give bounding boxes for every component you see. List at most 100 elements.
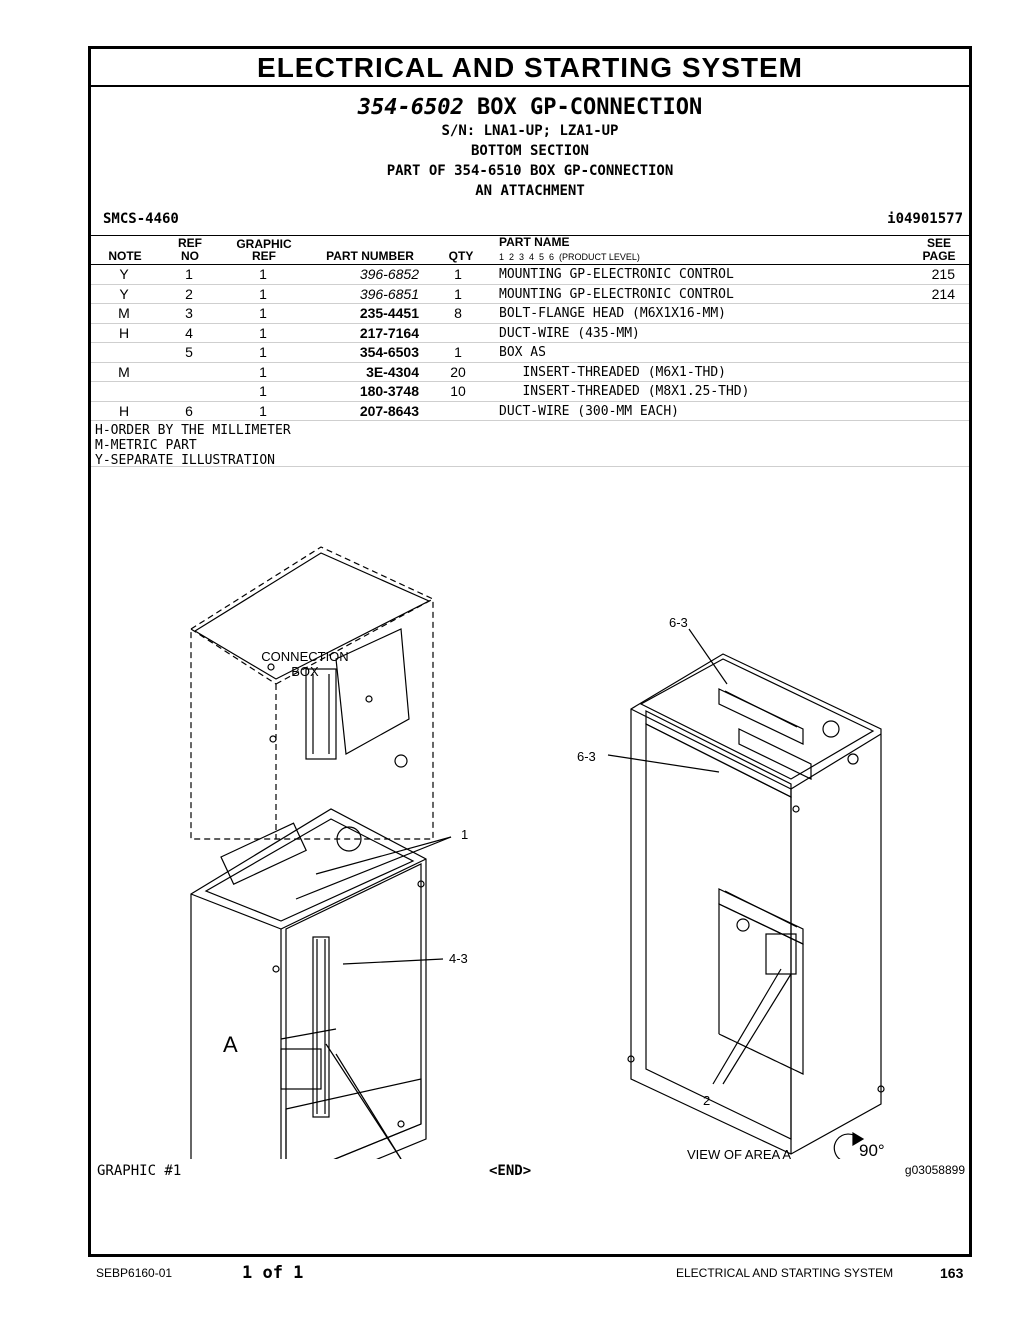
part-name-cell: MOUNTING GP-ELECTRONIC CONTROL — [499, 267, 734, 282]
table-row: Y 2 1 396-6851 1 MOUNTING GP-ELECTRONIC CONTR… — [91, 285, 969, 304]
note-cell: Y — [119, 266, 129, 282]
serial-line: S/N: LNA1-UP; LZA1-UP — [441, 123, 619, 139]
part-number-cell: 3E-4304 — [366, 363, 419, 380]
header-ref-top: REF — [178, 236, 202, 250]
qty-cell: 8 — [454, 305, 462, 321]
header-see-bottom: PAGE — [922, 249, 956, 263]
illustration-id: i04901577 — [887, 211, 963, 227]
graphic-ref-cell: 1 — [259, 383, 267, 399]
exploded-view-illustration: CONNECTION BOX 1 4-3 6-3 6-3 6-3 5 2 A V… — [190, 546, 885, 1159]
part-name-cell: DUCT-WIRE (300-MM EACH) — [499, 403, 680, 419]
graphic-id: g03058899 — [904, 1163, 965, 1177]
graphic-number: GRAPHIC #1 — [97, 1163, 182, 1179]
graphic-ref-cell: 1 — [259, 266, 267, 282]
part-name-cell: INSERT-THREADED (M8X1.25-THD) — [499, 384, 750, 399]
connection-box-label-1: CONNECTION — [261, 649, 348, 664]
part-name-cell: INSERT-THREADED (M6X1-THD) — [499, 364, 726, 380]
ref-cell: 5 — [185, 344, 193, 360]
note-h: H-ORDER BY THE MILLIMETER — [95, 423, 291, 438]
view-area-a-drawing — [627, 653, 885, 1155]
ref-cell: 1 — [185, 266, 193, 282]
part-number-cell: 396-6851 — [359, 285, 419, 302]
part-number-cell: 207-8643 — [359, 402, 419, 419]
part-name-heading: BOX GP-CONNECTION — [477, 95, 703, 120]
callout-2: 2 — [703, 1093, 710, 1108]
part-heading: 354-6502 BOX GP-CONNECTION — [91, 95, 969, 120]
part-number-cell: 217-7164 — [359, 324, 419, 341]
part-name-cell: DUCT-WIRE (435-MM) — [499, 325, 640, 341]
rotation-label: 90° — [859, 1141, 885, 1159]
page-frame: ELECTRICAL AND STARTING SYSTEM 354-6502 … — [88, 46, 972, 1257]
see-page-cell: 215 — [931, 266, 955, 282]
note-m: M-METRIC PART — [95, 438, 197, 453]
qty-cell: 1 — [454, 344, 462, 360]
ref-cell: 6 — [185, 402, 193, 419]
smcs-code: SMCS-4460 — [103, 211, 179, 227]
ref-cell: 2 — [185, 285, 193, 302]
table-row: 5 1 354-6503 1 BOX AS — [91, 343, 969, 363]
table-row: H 4 1 217-7164 DUCT-WIRE (435-MM) — [91, 324, 969, 343]
see-page-cell: 214 — [931, 285, 955, 302]
part-name-cell: MOUNTING GP-ELECTRONIC CONTROL — [499, 286, 734, 302]
leader-lines — [295, 628, 792, 1159]
header-note: NOTE — [108, 249, 142, 263]
qty-cell: 1 — [454, 266, 462, 282]
part-number-cell: 180-3748 — [359, 383, 419, 399]
callout-4-3: 4-3 — [449, 951, 468, 966]
view-of-area-a-label: VIEW OF AREA A — [687, 1147, 791, 1159]
table-row: 1 180-3748 10 INSERT-THREADED (M8X1.25-THD… — [91, 382, 969, 402]
graphic-ref-cell: 1 — [259, 285, 267, 302]
table-notes: H-ORDER BY THE MILLIMETER M-METRIC PART … — [91, 421, 969, 468]
table-row: M 3 1 235-4451 8 BOLT-FLANGE HEAD (M6X1X16-MM… — [91, 304, 969, 324]
connection-box-drawing — [190, 546, 434, 852]
part-number-cell: 396-6852 — [359, 266, 419, 282]
table-row: M 1 3E-4304 20 INSERT-THREADED (M6X1-THD) — [91, 363, 969, 382]
table-row: H 6 1 207-8643 DUCT-WIRE (300-MM EACH) — [91, 402, 969, 421]
header-part-number: PART NUMBER — [326, 249, 414, 263]
qty-cell: 10 — [450, 383, 466, 399]
note-cell: H — [118, 402, 130, 419]
header-graphic-top: GRAPHIC — [236, 237, 292, 251]
callout-6-3-top: 6-3 — [669, 615, 688, 630]
callout-1: 1 — [461, 827, 468, 842]
header-graphic-bottom: REF — [252, 249, 276, 263]
parts-table: NOTE REF NO GRAPHIC REF PART NUMBER QTY … — [91, 235, 969, 468]
end-marker: <END> — [489, 1163, 532, 1179]
part-name-cell: BOX AS — [499, 345, 546, 360]
bottom-box-drawing — [190, 808, 427, 1159]
part-name-cell: BOLT-FLANGE HEAD (M6X1X16-MM) — [499, 306, 726, 321]
page-count: 1 of 1 — [242, 1263, 304, 1283]
doc-number: SEBP6160-01 — [96, 1266, 173, 1280]
graphic-ref-cell: 1 — [259, 324, 267, 341]
part-of-line: PART OF 354-6510 BOX GP-CONNECTION — [386, 163, 674, 179]
table-row: Y 1 1 396-6852 1 MOUNTING GP-ELECTRONIC CONTR… — [91, 265, 969, 285]
area-a-label: A — [223, 1032, 238, 1057]
graphic-ref-cell: 1 — [259, 305, 267, 321]
note-cell: Y — [119, 285, 129, 302]
qty-cell: 1 — [454, 285, 462, 302]
callout-6-3-middle: 6-3 — [577, 749, 596, 764]
note-y: Y-SEPARATE ILLUSTRATION — [95, 453, 276, 468]
note-cell: H — [118, 324, 130, 341]
graphic-ref-cell: 1 — [259, 344, 267, 360]
section-line: BOTTOM SECTION — [470, 143, 589, 159]
header-part-name: PART NAME — [499, 235, 570, 249]
part-number-cell: 354-6503 — [359, 344, 419, 360]
table-header: NOTE REF NO GRAPHIC REF PART NUMBER QTY … — [91, 235, 969, 265]
qty-cell: 20 — [450, 363, 466, 380]
page-number: 163 — [940, 1265, 964, 1281]
note-cell: M — [118, 305, 130, 321]
header-product-levels: 1 2 3 4 5 6 (PRODUCT LEVEL) — [499, 252, 640, 262]
ref-cell: 4 — [185, 324, 193, 341]
attachment-line: AN ATTACHMENT — [475, 183, 585, 199]
ref-cell: 3 — [185, 305, 193, 321]
header-ref-bottom: NO — [181, 249, 199, 263]
note-cell: M — [118, 363, 130, 380]
header-see-top: SEE — [926, 236, 951, 250]
rotate-arrowhead-icon — [852, 1131, 865, 1147]
part-number-cell: 235-4451 — [359, 305, 419, 321]
graphic-ref-cell: 1 — [259, 363, 267, 380]
page-title: ELECTRICAL AND STARTING SYSTEM — [91, 49, 969, 87]
graphic-ref-cell: 1 — [259, 402, 267, 419]
